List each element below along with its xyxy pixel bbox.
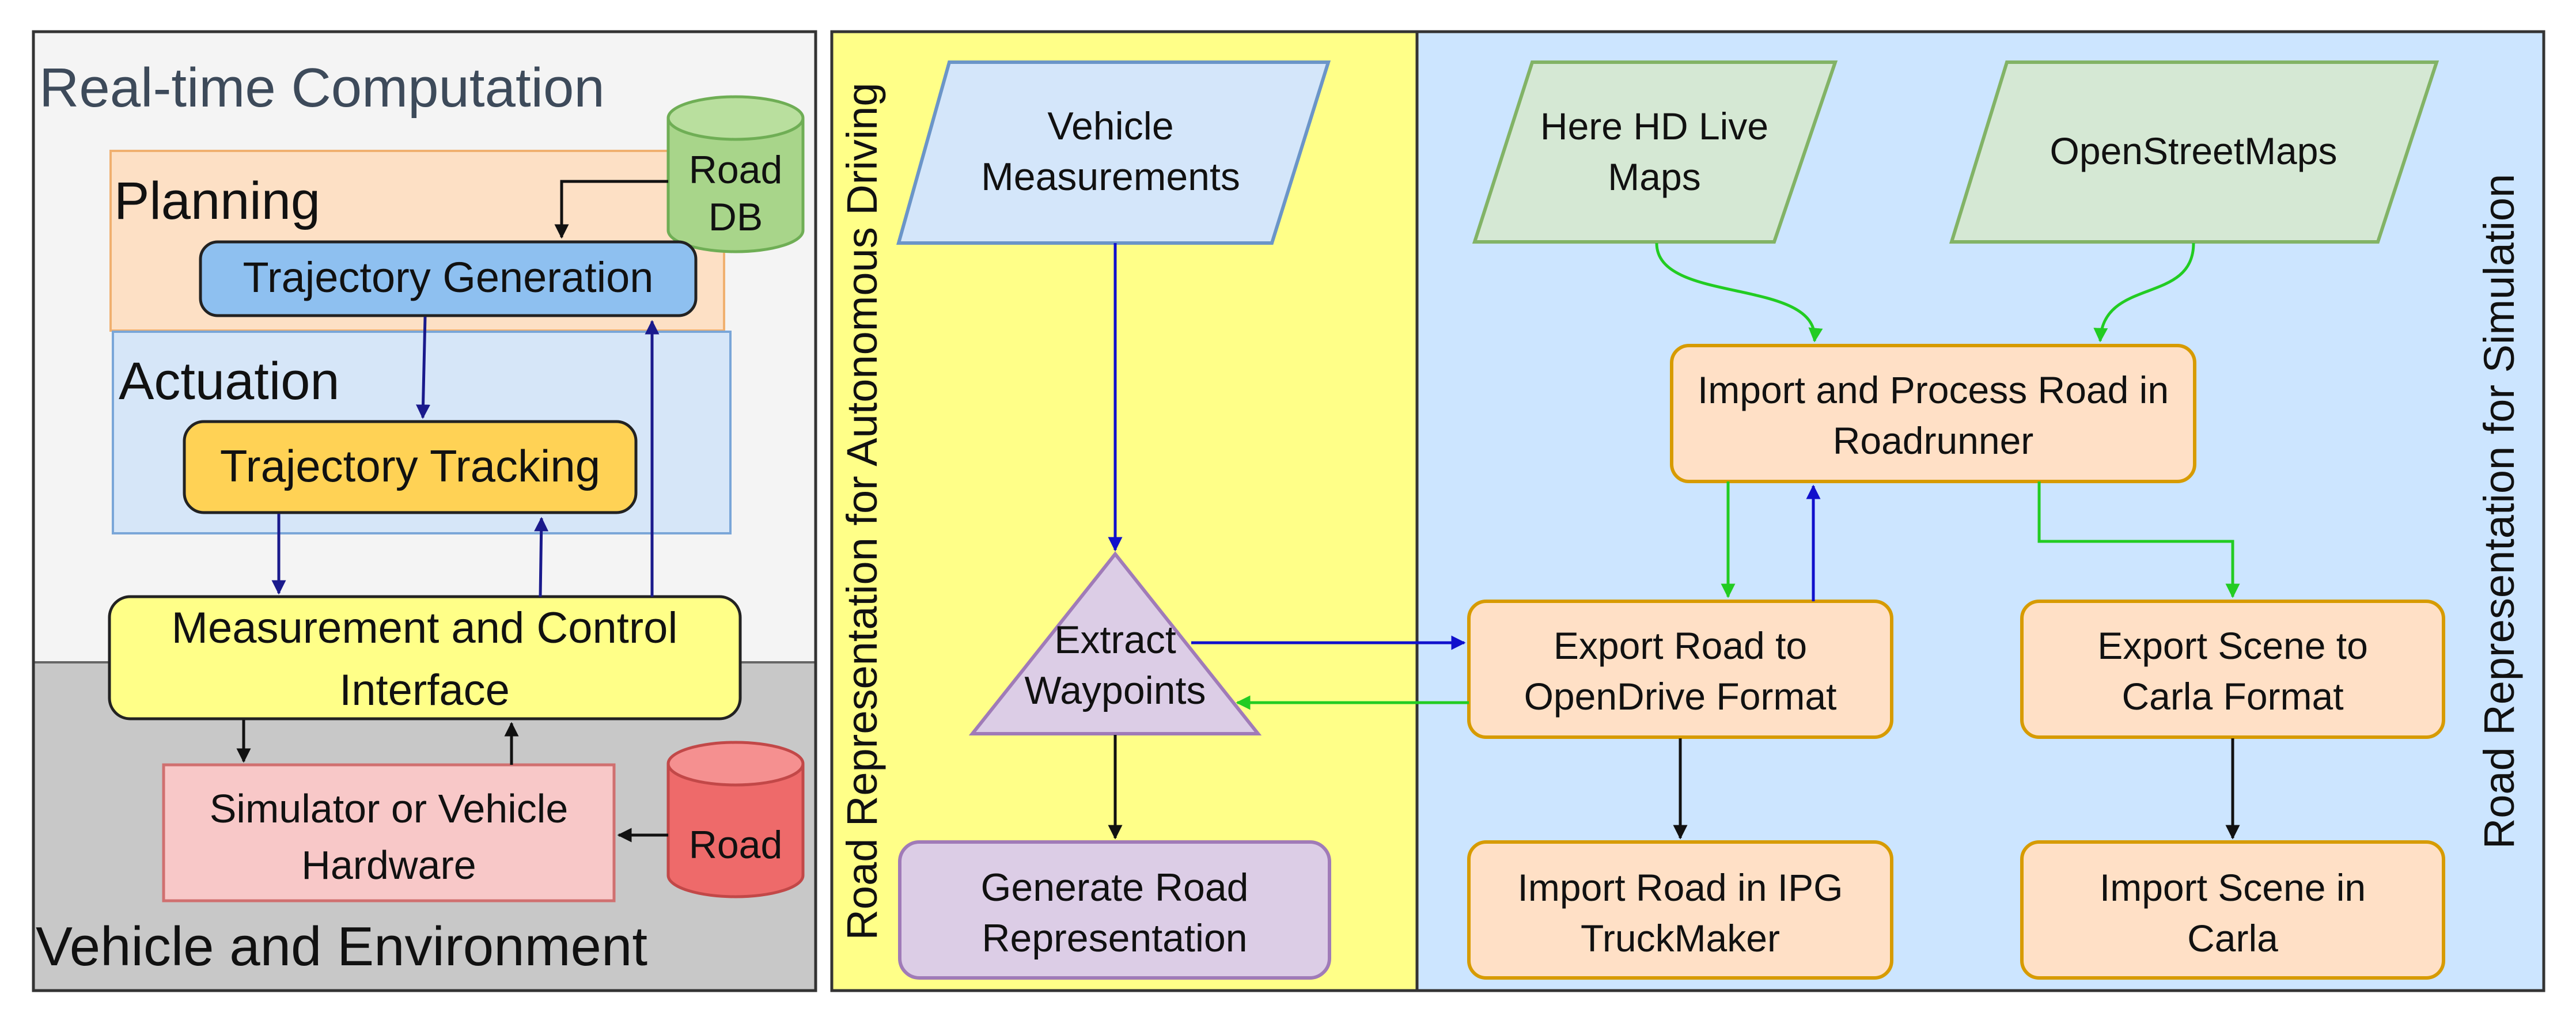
simulator-hardware-node bbox=[162, 763, 616, 902]
vehicle-measurements-node bbox=[896, 60, 1331, 245]
measurement-interface-line1: Measurement and Control bbox=[172, 604, 678, 653]
extract-waypoints-line1: Extract bbox=[1054, 618, 1176, 662]
openstreetmaps-node bbox=[1949, 60, 2439, 244]
right-panel: Road Representation for Simulation Here … bbox=[1415, 30, 2545, 992]
road-label: Road bbox=[689, 823, 783, 867]
left-panel-border bbox=[32, 30, 817, 992]
road-db-label-line2: DB bbox=[709, 195, 763, 239]
right-side-label: Road Representation for Simulation bbox=[2475, 174, 2523, 849]
left-panel: Real-time Computation Planning Actuation… bbox=[32, 30, 817, 992]
simulator-hardware-line2: Hardware bbox=[301, 843, 476, 888]
import-ipg-line1: Import Road in IPG bbox=[1518, 866, 1843, 909]
road-db-label-line1: Road bbox=[689, 148, 783, 192]
actuation-label: Actuation bbox=[119, 352, 340, 411]
arrow-roaddb-to-generation bbox=[554, 180, 668, 239]
here-maps-line2: Maps bbox=[1608, 156, 1700, 198]
measurement-interface-node bbox=[108, 595, 742, 720]
import-carla-line2: Carla bbox=[2187, 917, 2278, 959]
here-maps-node bbox=[1472, 60, 1838, 244]
trajectory-tracking-label: Trajectory Tracking bbox=[220, 441, 600, 491]
export-carla-line2: Carla Format bbox=[2122, 675, 2343, 718]
vehicle-environment-title: Vehicle and Environment bbox=[36, 916, 647, 977]
import-ipg-node bbox=[1467, 840, 1893, 980]
export-carla-line1: Export Scene to bbox=[2097, 624, 2368, 667]
export-opendrive-node bbox=[1467, 600, 1893, 739]
arrow-import-to-carla-export bbox=[2037, 481, 2240, 598]
trajectory-generation-label: Trajectory Generation bbox=[243, 253, 654, 301]
generate-road-node bbox=[898, 840, 1331, 980]
arrow-heremaps-to-import bbox=[1655, 242, 1823, 343]
here-maps-line1: Here HD Live bbox=[1540, 105, 1768, 147]
vehicle-measurements-line1: Vehicle bbox=[1047, 104, 1173, 148]
export-carla-node bbox=[2020, 600, 2445, 739]
road-cylinder: Road bbox=[666, 741, 805, 898]
export-opendrive-line1: Export Road to bbox=[1554, 624, 1807, 667]
trajectory-generation-node bbox=[199, 240, 698, 317]
extract-waypoints-line2: Waypoints bbox=[1025, 669, 1206, 712]
arrow-osm-to-import bbox=[2093, 242, 2195, 343]
middle-side-label: Road Representation for Autonomous Drivi… bbox=[838, 82, 886, 940]
road-db-cylinder: Road DB bbox=[666, 95, 805, 253]
export-opendrive-line2: OpenDrive Format bbox=[1524, 675, 1837, 718]
middle-panel: Road Representation for Autonomous Drivi… bbox=[830, 30, 1419, 992]
import-carla-node bbox=[2020, 840, 2445, 980]
realtime-title: Real-time Computation bbox=[39, 57, 605, 119]
measurement-interface-line2: Interface bbox=[339, 666, 510, 715]
import-process-line2: Roadrunner bbox=[1833, 419, 2034, 462]
vehicle-measurements-line2: Measurements bbox=[981, 155, 1240, 199]
import-carla-line1: Import Scene in bbox=[2100, 866, 2366, 909]
import-ipg-line2: TruckMaker bbox=[1581, 917, 1780, 959]
arrow-generation-to-tracking bbox=[416, 316, 431, 419]
arrow-interface-to-tracking bbox=[534, 517, 549, 597]
generate-road-line2: Representation bbox=[982, 916, 1247, 960]
trajectory-tracking-node bbox=[183, 420, 638, 514]
planning-label: Planning bbox=[114, 172, 320, 230]
openstreetmaps-label: OpenStreetMaps bbox=[2050, 130, 2338, 172]
generate-road-line1: Generate Road bbox=[981, 866, 1249, 909]
import-process-node bbox=[1670, 344, 2196, 483]
import-process-line1: Import and Process Road in bbox=[1698, 369, 2169, 411]
extract-waypoints-node bbox=[968, 551, 1262, 735]
simulator-hardware-line1: Simulator or Vehicle bbox=[210, 786, 569, 831]
